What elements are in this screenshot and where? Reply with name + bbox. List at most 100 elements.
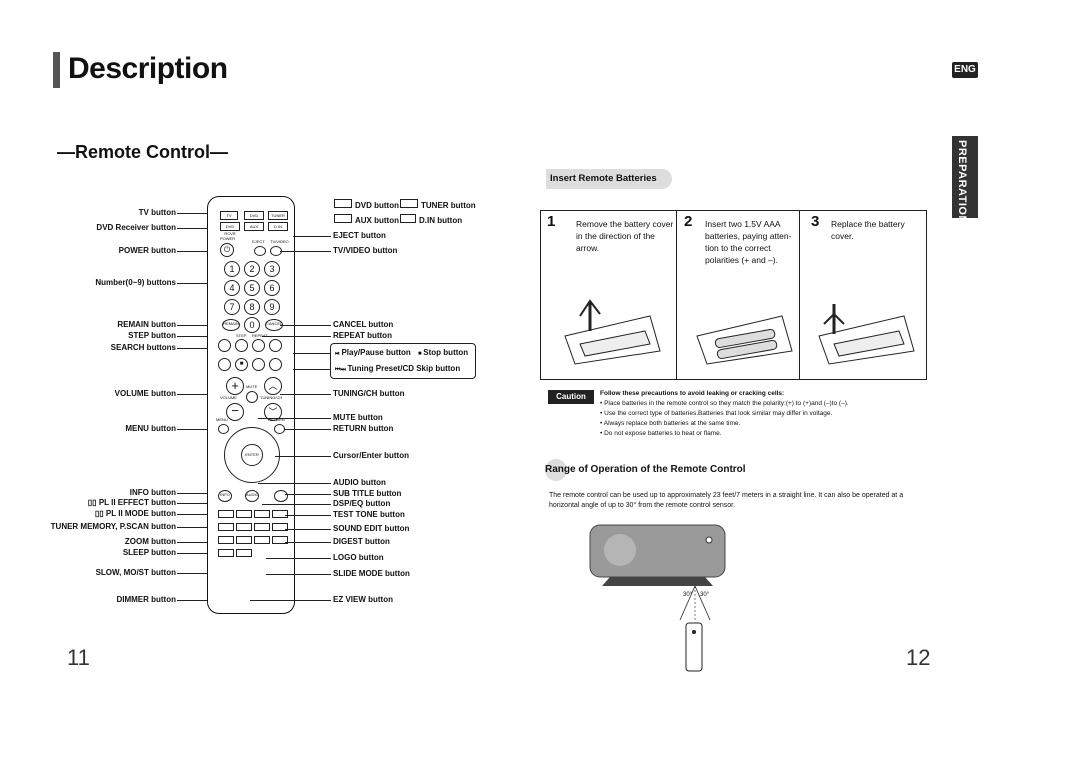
tuning-ch-label: TUNING/CH [260, 395, 283, 400]
number-key-2: 2 [244, 261, 260, 277]
number-key-3: 3 [264, 261, 280, 277]
remain-key: REMAIN [222, 319, 240, 331]
number-key-5: 5 [244, 280, 260, 296]
dolby-icon: ▯▯ [87, 498, 99, 507]
number-key-1: 1 [224, 261, 240, 277]
page-number-right: 12 [906, 645, 931, 670]
label-search-buttons: SEARCH buttons [110, 343, 176, 352]
range-description: The remote control can be used up to app… [549, 492, 904, 509]
label-dimmer-button: DIMMER button [116, 595, 176, 604]
label-subtitle-button: SUB TITLE button [333, 489, 402, 498]
step-1-text: Remove the battery cover in the directio… [576, 219, 674, 253]
label-volume-button: VOLUME button [114, 389, 176, 398]
tuner-memory-key [218, 523, 234, 531]
caution-item: • Always replace both batteries at the s… [600, 420, 741, 427]
eject-key [254, 246, 266, 256]
power-icon: ⏻ [220, 243, 234, 257]
stop-icon: ■ [235, 358, 248, 371]
dvd-small-key [334, 199, 352, 208]
label-dvd-button: DVD button [334, 199, 399, 210]
label-play-pause-button: ⏯ Play/Pause button [335, 348, 411, 358]
sound-edit-key [272, 523, 288, 531]
mute-label: MUTE [246, 384, 258, 389]
label-stop-button: ■ Stop button [418, 348, 468, 357]
info-key: INFO [218, 490, 232, 502]
subtitle-key [274, 490, 288, 502]
label-tuner-text: TUNER button [421, 201, 476, 210]
menu-key [218, 424, 229, 434]
dvd-key: DVD [244, 211, 264, 220]
enter-key: ENTER [241, 444, 263, 466]
label-pl2-effect-text: PL II EFFECT button [98, 498, 176, 507]
label-din-text: D.IN button [419, 216, 463, 225]
battery-cover-replace-illustration [818, 304, 915, 365]
title-accent-bar [53, 52, 60, 88]
zoom-key [218, 536, 234, 544]
volume-label: VOLUME [220, 395, 237, 400]
side-tab: PREPARATION [952, 136, 978, 224]
cursor-ring [224, 427, 280, 483]
batteries-heading: Insert Remote Batteries [550, 173, 657, 184]
slow-key [236, 523, 252, 531]
label-repeat-button: REPEAT button [333, 331, 392, 340]
number-key-0: 0 [244, 317, 260, 333]
label-pl2-effect-button: ▯▯ PL II EFFECT button [88, 498, 176, 507]
label-aux-button: AUX button [334, 214, 399, 225]
side-tab-label: PREPARATION [956, 140, 968, 224]
step-label: STEP [236, 333, 247, 338]
slide-mode-key [254, 536, 270, 544]
tv-video-label: TV/VIDEO [270, 239, 289, 244]
number-key-6: 6 [264, 280, 280, 296]
label-zoom-button: ZOOM button [124, 537, 176, 546]
range-angle-left: 30° [683, 592, 693, 598]
dsp-eq-key [254, 510, 270, 518]
logo-key [254, 523, 270, 531]
label-remain-button: REMAIN button [117, 320, 176, 329]
range-of-operation-illustration [589, 524, 726, 672]
menu-label: MENU [216, 417, 228, 422]
label-play-pause-text: Play/Pause button [341, 348, 411, 357]
label-pl2-mode-button: ▯▯ PL II MODE button [95, 509, 176, 518]
range-heading: Range of Operation of the Remote Control [545, 464, 746, 475]
sleep-key [218, 549, 234, 557]
battery-steps-box: 1 Remove the battery cover in the direct… [540, 210, 927, 380]
volume-down-icon: − [226, 403, 244, 421]
caution-title: Follow these precautions to avoid leakin… [600, 390, 785, 397]
din-key: D.IN [268, 222, 288, 231]
label-dsp-eq-button: DSP/EQ button [333, 499, 391, 508]
label-mute-button: MUTE button [333, 413, 383, 422]
tuner-key: TUNER [268, 211, 288, 220]
play-pause-icon: ⏯ [335, 351, 342, 357]
label-dvd-receiver-button: DVD Receiver button [96, 223, 176, 232]
label-return-button: RETURN button [333, 424, 394, 433]
page-number-left: 11 [67, 645, 90, 670]
label-slow-button: SLOW, MO/ST button [95, 568, 176, 577]
label-tuner-memory-button: TUNER MEMORY, P.SCAN button [50, 522, 176, 531]
label-cancel-button: CANCEL button [333, 320, 394, 329]
number-key-8: 8 [244, 299, 260, 315]
aux-key: AUX [244, 222, 264, 231]
label-eject-button: EJECT button [333, 231, 386, 240]
batteries-heading-tab: Insert Remote Batteries [546, 169, 672, 189]
repeat-label: REPEAT [252, 333, 268, 338]
label-slide-mode-button: SLIDE MODE button [333, 569, 410, 578]
step-key [235, 339, 248, 352]
caution-item-text: Use the correct type of batteries.Batter… [604, 410, 833, 417]
digest-key [272, 536, 288, 544]
label-sleep-button: SLEEP button [122, 548, 176, 557]
dvd-receiver-key: DVD RCVR [220, 222, 240, 236]
return-key [274, 424, 285, 434]
caution-item-text: Always replace both batteries at the sam… [603, 420, 741, 427]
section-subtitle: —Remote Control— [57, 142, 228, 162]
dolby-icon: ▯▯ [94, 509, 106, 518]
caution-item: • Use the correct type of batteries.Batt… [600, 410, 833, 417]
search-fwd-key [269, 339, 282, 352]
audio-key: AUDIO [245, 490, 259, 502]
label-number-buttons: Number(0~9) buttons [95, 278, 176, 287]
label-aux-text: AUX button [355, 216, 399, 225]
label-logo-button: LOGO button [333, 553, 384, 562]
label-digest-button: DIGEST button [333, 537, 390, 546]
skip-fwd-key [269, 358, 282, 371]
caution-item: • Do not expose batteries to heat or fla… [600, 430, 722, 437]
battery-cover-removal-illustration [564, 299, 661, 365]
